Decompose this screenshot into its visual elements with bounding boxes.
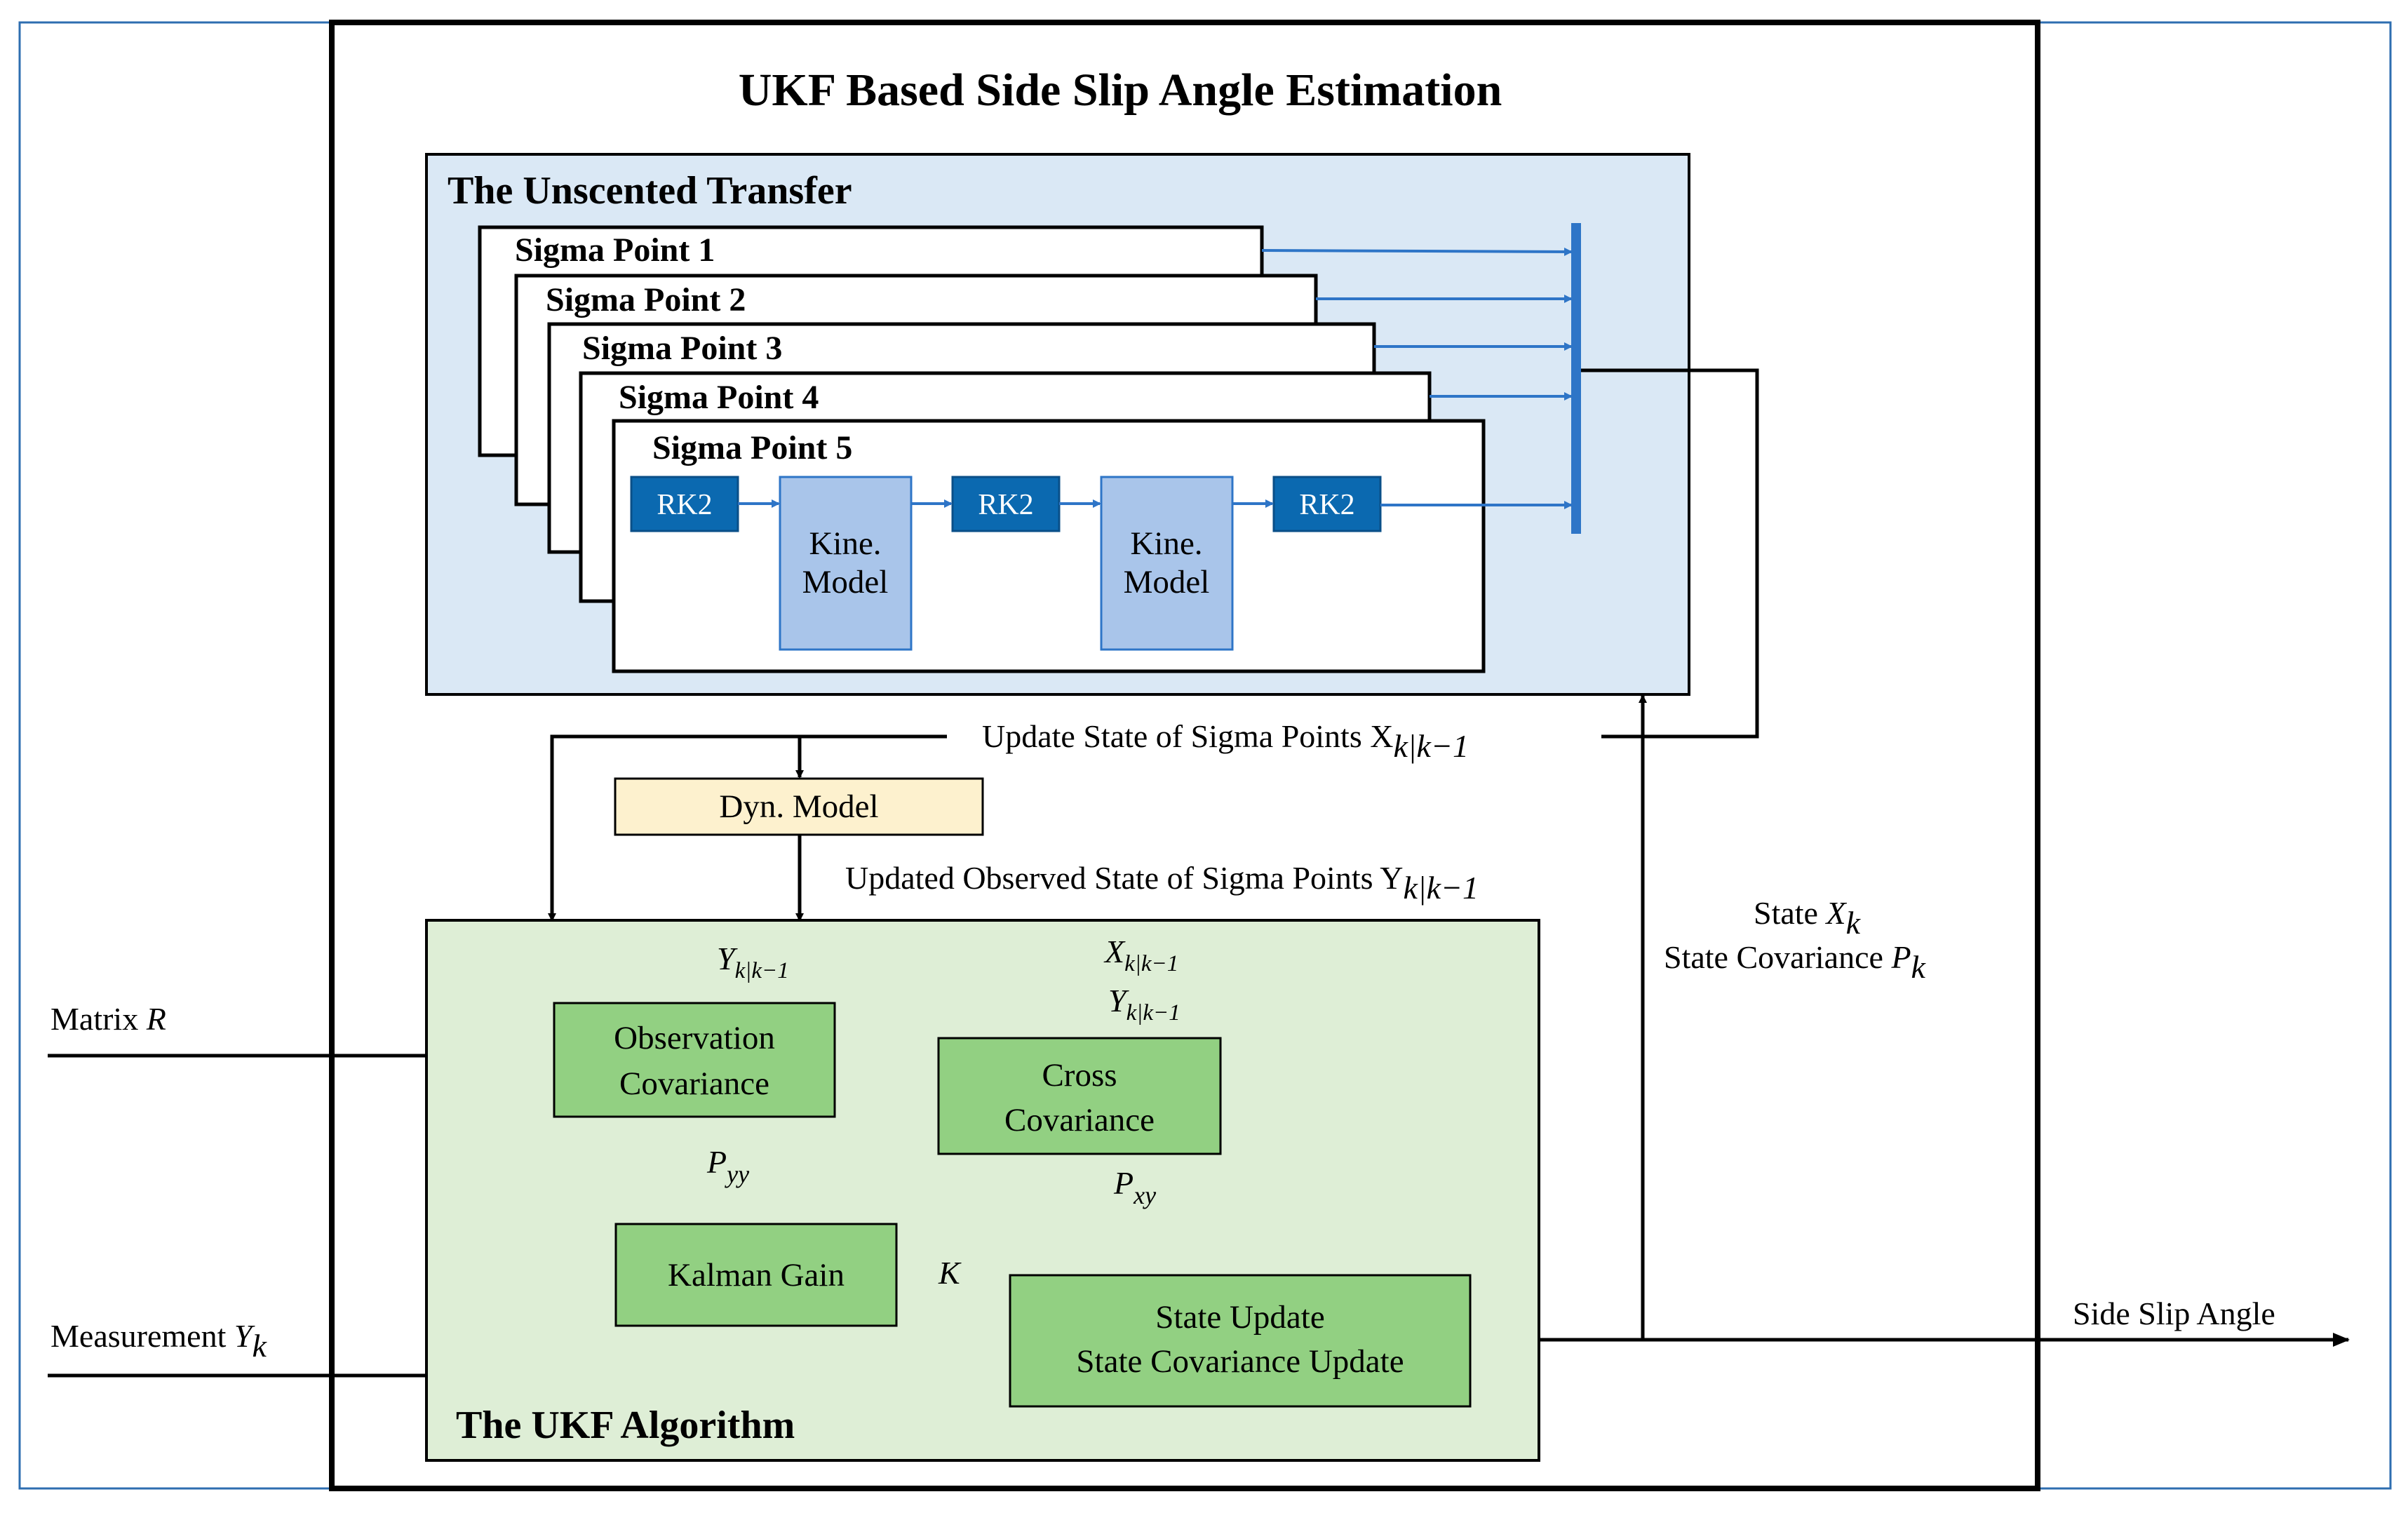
svg-text:RK2: RK2: [978, 489, 1033, 521]
svg-text:Kine.: Kine.: [809, 525, 881, 562]
svg-text:Sigma Point 5: Sigma Point 5: [652, 429, 852, 466]
svg-text:Covariance: Covariance: [619, 1065, 769, 1102]
svg-text:State Update: State Update: [1155, 1299, 1324, 1336]
observation-covariance-block: Observation Covariance: [553, 1002, 836, 1118]
k-label: K: [938, 1255, 962, 1291]
rk2-block-3: RK2: [1272, 476, 1382, 532]
state-update-block: State Update State Covariance Update: [1009, 1274, 1472, 1408]
updated-observed-label: Updated Observed State of Sigma Points Y…: [845, 860, 1479, 906]
sigma-chain-arrows: [738, 247, 1573, 509]
svg-text:State Covariance Update: State Covariance Update: [1076, 1343, 1404, 1380]
svg-text:Sigma Point 2: Sigma Point 2: [546, 281, 746, 318]
rk2-block-1: RK2: [630, 476, 739, 532]
svg-text:Covariance: Covariance: [1004, 1102, 1155, 1138]
cross-covariance-block: Cross Covariance: [937, 1037, 1222, 1155]
svg-text:RK2: RK2: [657, 489, 712, 521]
kalman-gain-block: Kalman Gain: [614, 1223, 898, 1327]
svg-text:Sigma Point 4: Sigma Point 4: [619, 379, 819, 416]
kine-model-block-1: Kine. Model: [779, 476, 913, 651]
measurement-label: Measurement Yk: [51, 1318, 267, 1364]
svg-text:Dyn. Model: Dyn. Model: [719, 788, 878, 825]
diagram-title: UKF Based Side Slip Angle Estimation: [739, 65, 1502, 116]
pxy-label: Pxy: [1113, 1165, 1156, 1209]
ukf-algorithm-title: The UKF Algorithm: [456, 1404, 795, 1447]
pyy-label: Pyy: [706, 1144, 749, 1188]
svg-text:Sigma Point 3: Sigma Point 3: [582, 330, 782, 367]
svg-text:Kalman Gain: Kalman Gain: [668, 1257, 845, 1293]
svg-text:Cross: Cross: [1042, 1057, 1117, 1094]
unscented-transfer-title: The Unscented Transfer: [448, 169, 852, 213]
dyn-model-block: Dyn. Model: [614, 777, 984, 836]
svg-text:Model: Model: [802, 564, 889, 600]
update-state-label: Update State of Sigma Points Xk|k−1: [982, 718, 1469, 764]
matrix-r-label: Matrix R: [51, 1001, 166, 1037]
svg-text:Model: Model: [1124, 564, 1210, 600]
svg-text:Kine.: Kine.: [1130, 525, 1202, 562]
sigma-collection-bar: [1571, 223, 1581, 534]
side-slip-angle-label: Side Slip Angle: [2073, 1296, 2275, 1331]
state-xk-label: State Xk: [1754, 895, 1862, 941]
svg-text:Observation: Observation: [614, 1020, 775, 1056]
sigma-point-card-5: Sigma Point 5: [612, 419, 1486, 673]
rk2-block-2: RK2: [951, 476, 1061, 532]
svg-text:Sigma Point 1: Sigma Point 1: [515, 231, 715, 269]
x-kk1-label-cross: Xk|k−1: [1103, 934, 1178, 976]
y-kk1-label-obs: Yk|k−1: [717, 941, 789, 983]
svg-text:RK2: RK2: [1299, 489, 1354, 521]
y-kk1-label-cross: Yk|k−1: [1108, 983, 1181, 1026]
state-covariance-pk-label: State Covariance Pk: [1664, 939, 1927, 985]
kine-model-block-2: Kine. Model: [1100, 476, 1234, 651]
